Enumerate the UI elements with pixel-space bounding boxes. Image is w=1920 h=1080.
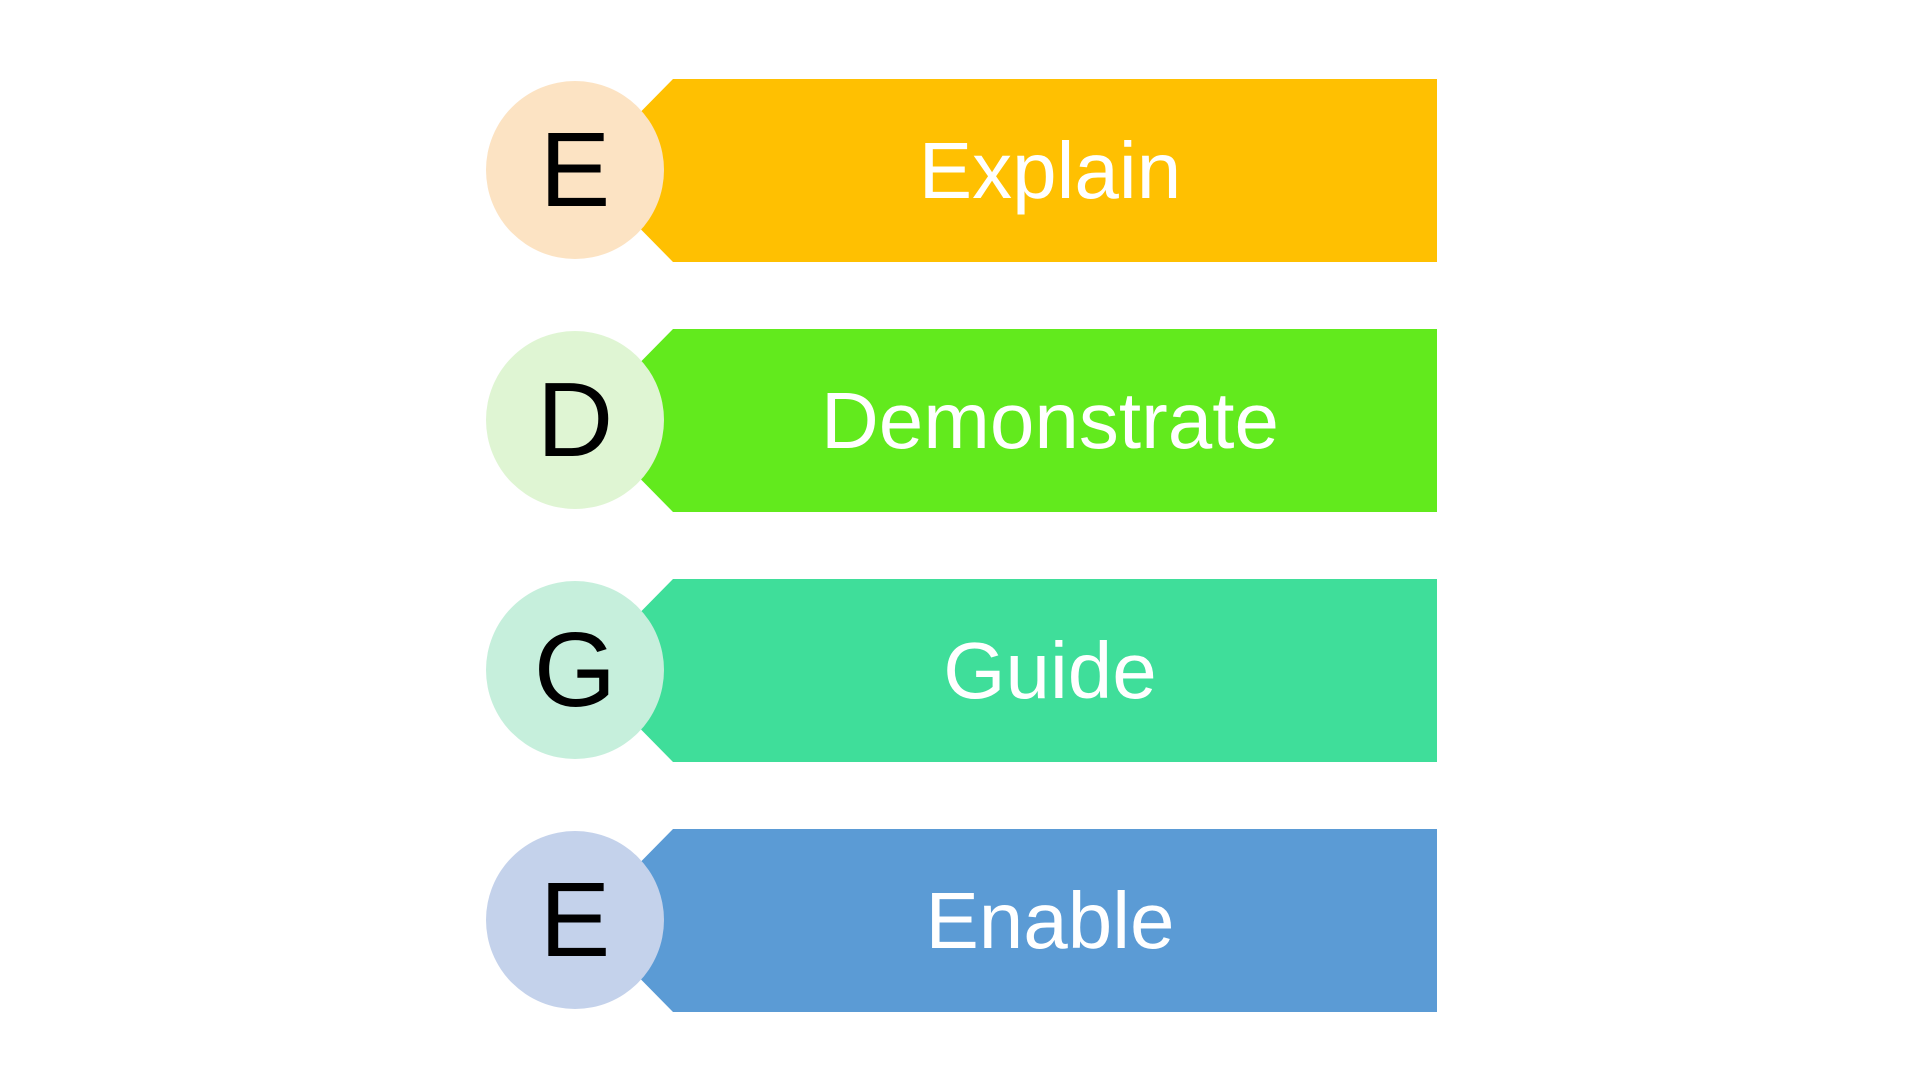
step-row: Enable E <box>0 829 1920 1012</box>
step-row: Explain E <box>0 79 1920 262</box>
step-banner: Enable <box>583 829 1437 1012</box>
step-row: Demonstrate D <box>0 329 1920 512</box>
step-letter: G <box>533 611 617 729</box>
step-banner: Demonstrate <box>583 329 1437 512</box>
step-letter: E <box>539 111 611 229</box>
step-label: Explain <box>918 125 1182 215</box>
step-row: Guide G <box>0 579 1920 762</box>
step-banner: Explain <box>583 79 1437 262</box>
step-label: Demonstrate <box>821 375 1279 465</box>
step-label: Guide <box>943 625 1157 715</box>
step-circle: G <box>486 581 664 759</box>
step-circle: E <box>486 81 664 259</box>
step-banner: Guide <box>583 579 1437 762</box>
step-letter: E <box>539 861 611 979</box>
step-circle: E <box>486 831 664 1009</box>
step-label: Enable <box>925 875 1175 965</box>
step-circle: D <box>486 331 664 509</box>
step-letter: D <box>536 361 614 479</box>
